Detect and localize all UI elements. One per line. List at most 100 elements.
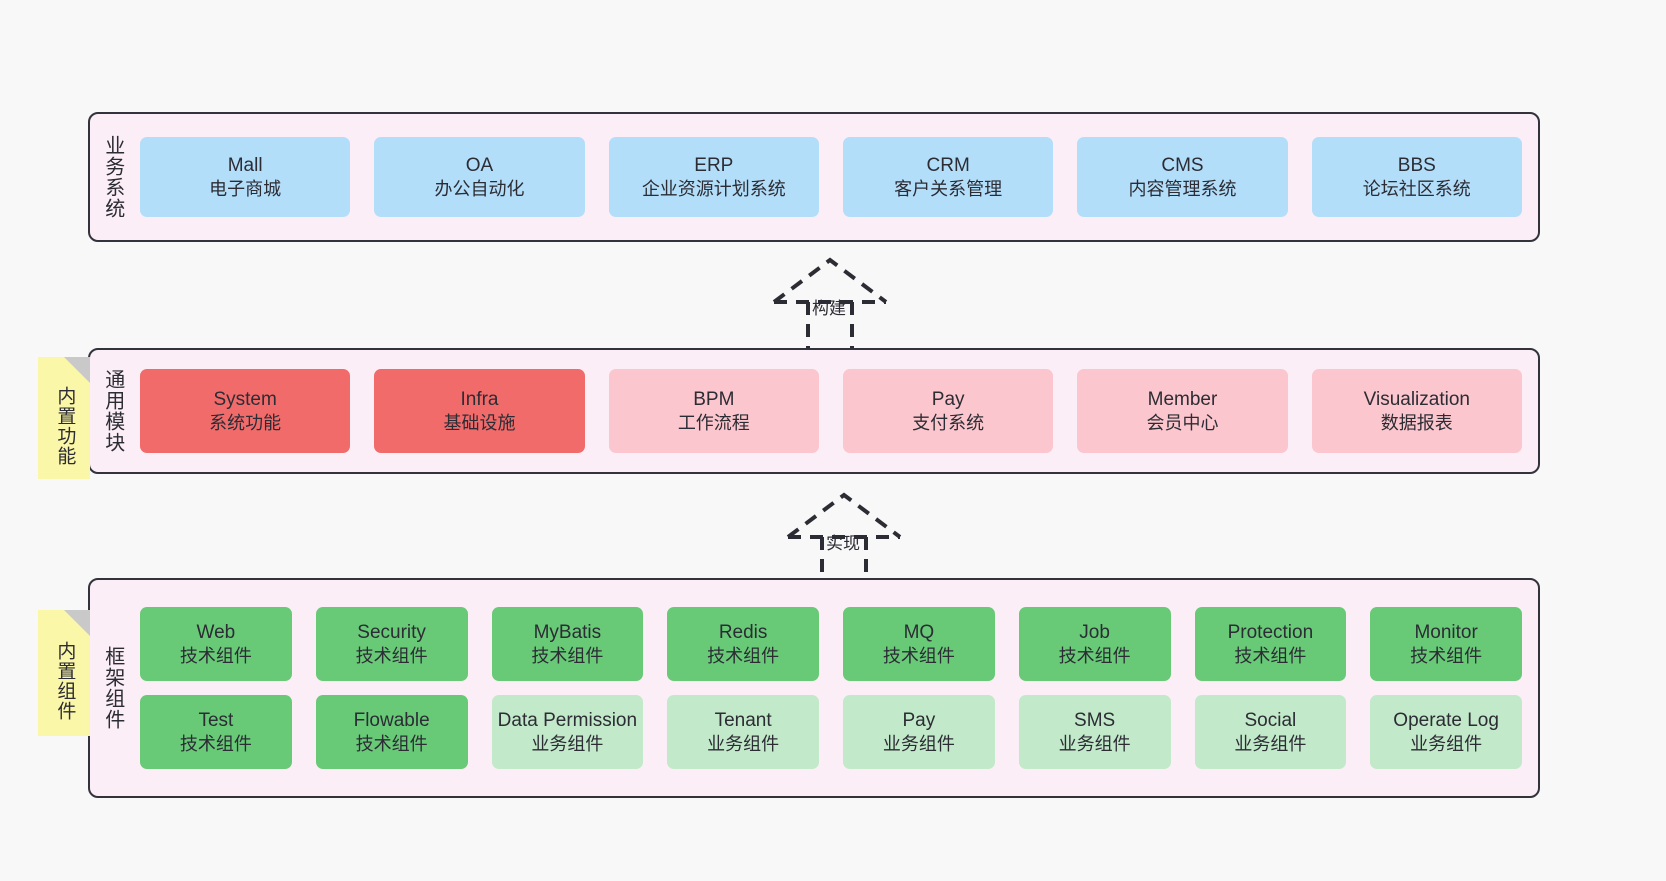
node-operate-log-desc: 业务组件 [1410,733,1483,754]
node-test-desc: 技术组件 [179,733,252,754]
node-bbs-desc: 论坛社区系统 [1362,178,1471,199]
node-operate-log-name: Operate Log [1393,709,1499,731]
node-oa-name: OA [465,154,494,176]
node-infra[interactable]: Infra 基础设施 [374,369,585,453]
node-flowable-name: Flowable [353,709,430,731]
node-visualization-name: Visualization [1363,388,1470,410]
node-data-permission-name: Data Permission [497,709,638,731]
node-member[interactable]: Member 会员中心 [1077,369,1288,453]
node-operate-log[interactable]: Operate Log 业务组件 [1370,695,1522,769]
layer-framework-components: 框架组件 Web 技术组件 Security 技术组件 MyBatis 技术组件… [88,578,1540,798]
framework-row-2: Test 技术组件 Flowable 技术组件 Data Permission … [140,695,1522,769]
node-pay-component-desc: 业务组件 [882,733,955,754]
layer-body-modules: System 系统功能 Infra 基础设施 BPM 工作流程 Pay 支付系统… [134,350,1538,472]
node-member-desc: 会员中心 [1146,412,1219,433]
node-redis[interactable]: Redis 技术组件 [667,607,819,681]
layer-business-systems: 业务系统 Mall 电子商城 OA 办公自动化 ERP 企业资源计划系统 CRM… [88,112,1540,242]
node-pay-component-name: Pay [902,709,936,731]
node-security-name: Security [357,621,426,643]
node-social-name: Social [1244,709,1297,731]
node-flowable[interactable]: Flowable 技术组件 [315,695,468,769]
layer-common-modules: 通用模块 System 系统功能 Infra 基础设施 BPM 工作流程 Pay… [88,348,1540,474]
node-system-name: System [213,388,277,410]
node-sms[interactable]: SMS 业务组件 [1018,695,1171,769]
node-cms-desc: 内容管理系统 [1128,178,1237,199]
node-security[interactable]: Security 技术组件 [315,607,468,681]
node-erp-desc: 企业资源计划系统 [641,178,786,199]
node-infra-name: Infra [460,388,499,410]
node-job-desc: 技术组件 [1058,645,1131,666]
note-builtin-features: 内置功能 [38,357,90,479]
node-social[interactable]: Social 业务组件 [1194,695,1347,769]
node-pay-module-name: Pay [931,388,965,410]
note-builtin-components: 内置组件 [38,610,90,736]
node-data-permission-desc: 业务组件 [531,733,604,754]
node-monitor-desc: 技术组件 [1410,645,1483,666]
layer-body-business: Mall 电子商城 OA 办公自动化 ERP 企业资源计划系统 CRM 客户关系… [134,114,1538,240]
node-visualization-desc: 数据报表 [1380,412,1453,433]
node-social-desc: 业务组件 [1234,733,1307,754]
node-system[interactable]: System 系统功能 [140,369,351,453]
layer-body-framework: Web 技术组件 Security 技术组件 MyBatis 技术组件 Redi… [134,580,1538,796]
node-pay-component[interactable]: Pay 业务组件 [843,695,995,769]
node-protection[interactable]: Protection 技术组件 [1194,607,1347,681]
node-mybatis-name: MyBatis [533,621,602,643]
node-bpm-name: BPM [693,388,735,410]
node-monitor[interactable]: Monitor 技术组件 [1370,607,1522,681]
node-crm[interactable]: CRM 客户关系管理 [842,137,1054,217]
arrow-implement-label: 实现 [826,534,860,553]
node-bpm-desc: 工作流程 [677,412,750,433]
node-web-name: Web [196,621,236,643]
node-infra-desc: 基础设施 [443,412,516,433]
node-security-desc: 技术组件 [355,645,428,666]
node-web-desc: 技术组件 [179,645,252,666]
node-bpm[interactable]: BPM 工作流程 [608,369,819,453]
node-pay-module-desc: 支付系统 [912,412,985,433]
business-row: Mall 电子商城 OA 办公自动化 ERP 企业资源计划系统 CRM 客户关系… [140,137,1522,217]
node-tenant[interactable]: Tenant 业务组件 [667,695,819,769]
node-redis-desc: 技术组件 [707,645,780,666]
note-builtin-features-label: 内置功能 [54,386,76,466]
node-member-name: Member [1147,388,1218,410]
node-mall[interactable]: Mall 电子商城 [140,137,351,217]
node-job-name: Job [1079,621,1110,643]
node-erp-name: ERP [694,154,734,176]
node-protection-name: Protection [1227,621,1314,643]
node-mybatis-desc: 技术组件 [531,645,604,666]
node-pay-module[interactable]: Pay 支付系统 [842,369,1054,453]
node-mq-name: MQ [903,621,935,643]
node-mybatis[interactable]: MyBatis 技术组件 [491,607,644,681]
node-redis-name: Redis [718,621,768,643]
node-bbs[interactable]: BBS 论坛社区系统 [1311,137,1522,217]
layer-title-business: 业务系统 [101,135,124,219]
node-mq[interactable]: MQ 技术组件 [843,607,995,681]
node-visualization[interactable]: Visualization 数据报表 [1311,369,1522,453]
node-oa[interactable]: OA 办公自动化 [374,137,585,217]
node-mall-desc: 电子商城 [209,178,282,199]
node-erp[interactable]: ERP 企业资源计划系统 [608,137,819,217]
node-flowable-desc: 技术组件 [355,733,428,754]
node-tenant-desc: 业务组件 [707,733,780,754]
note-fold-corner-icon [64,357,90,383]
layer-title-modules: 通用模块 [101,369,124,453]
node-test[interactable]: Test 技术组件 [140,695,292,769]
node-web[interactable]: Web 技术组件 [140,607,292,681]
layer-title-framework: 框架组件 [101,646,124,730]
node-mall-name: Mall [227,154,263,176]
modules-row: System 系统功能 Infra 基础设施 BPM 工作流程 Pay 支付系统… [140,369,1522,453]
framework-row-1: Web 技术组件 Security 技术组件 MyBatis 技术组件 Redi… [140,607,1522,681]
node-cms[interactable]: CMS 内容管理系统 [1077,137,1288,217]
arrow-build: 构建 [752,252,912,350]
node-mq-desc: 技术组件 [882,645,955,666]
arrow-build-label: 构建 [812,299,846,318]
node-cms-name: CMS [1161,154,1204,176]
node-job[interactable]: Job 技术组件 [1018,607,1171,681]
node-bbs-name: BBS [1397,154,1436,176]
note-fold-corner-icon [64,610,90,636]
arrow-implement-glyph [786,492,902,585]
node-protection-desc: 技术组件 [1234,645,1307,666]
node-test-name: Test [198,709,234,731]
node-oa-desc: 办公自动化 [434,178,525,199]
node-data-permission[interactable]: Data Permission 业务组件 [491,695,644,769]
